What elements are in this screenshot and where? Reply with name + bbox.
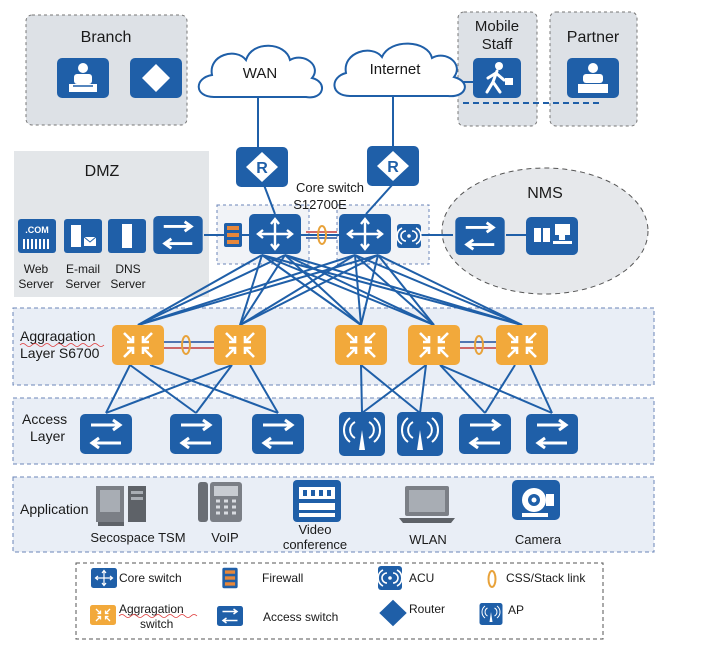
wlan-laptop-icon <box>399 486 455 523</box>
legend-core-switch-icon <box>90 567 118 589</box>
access-switch-1-icon <box>78 412 134 456</box>
camera-icon <box>512 480 560 520</box>
legend-aggregation-label-line1: Aggragation <box>119 602 184 616</box>
legend: Core switch Firewall ACU CSS/Stack link … <box>75 562 604 640</box>
router-wan-glyph: R <box>256 160 268 177</box>
video-conference-label-line1: Video <box>298 522 331 537</box>
legend-core-switch-label: Core switch <box>119 571 182 585</box>
core-switch-label-line1: Core switch <box>296 180 364 195</box>
access-switch-4-icon <box>457 412 513 456</box>
wan-cloud: WAN <box>197 44 323 99</box>
acu-icon <box>396 223 422 249</box>
router-wan: R <box>236 147 288 187</box>
partner-icon <box>567 58 619 98</box>
video-conference-icon <box>293 480 341 522</box>
access-layer-label-line1: Access <box>22 411 67 427</box>
branch-router-icon <box>130 58 182 98</box>
legend-acu-label: ACU <box>409 571 434 585</box>
com-badge: .COM <box>25 225 49 235</box>
nms-server-icon <box>526 217 578 255</box>
application-layer-label: Application <box>20 501 89 517</box>
legend-ap-icon <box>479 602 503 626</box>
branch-staff-icon <box>57 58 109 98</box>
network-links <box>105 81 600 414</box>
aggregation-switch-2-icon <box>212 323 268 367</box>
ap-1-icon <box>338 411 386 457</box>
partner-label: Partner <box>567 29 620 46</box>
legend-router-label: Router <box>409 602 445 616</box>
dmz-switch-icon <box>151 214 205 256</box>
core-switch-label-line2: S12700E <box>293 197 347 212</box>
nms-label: NMS <box>527 185 563 202</box>
css-stack-links <box>157 225 500 355</box>
dns-server-label-line2: Server <box>110 277 145 291</box>
internet-cloud: Internet <box>333 42 466 98</box>
access-switch-5-icon <box>524 412 580 456</box>
web-server-label-line1: Web <box>24 262 49 276</box>
dns-server-label-line1: DNS <box>115 262 140 276</box>
aggregation-switch-1-icon <box>110 323 166 367</box>
nms-switch-icon <box>453 215 507 257</box>
legend-acu-icon <box>377 565 403 591</box>
voip-phone-icon <box>198 482 242 522</box>
voip-label: VoIP <box>211 530 238 545</box>
web-server-icon: .COM <box>18 219 56 253</box>
mobile-staff-label-line1: Mobile <box>475 18 519 35</box>
access-switch-2-icon <box>168 412 224 456</box>
dns-server-icon <box>108 219 146 253</box>
mobile-staff-label-line2: Staff <box>482 36 513 53</box>
secospace-tsm-icon <box>96 486 146 526</box>
firewall-icon <box>224 223 242 247</box>
aggregation-switch-4-icon <box>406 323 462 367</box>
dmz-label: DMZ <box>85 163 120 180</box>
router-internet-glyph: R <box>387 159 399 176</box>
aggregation-layer: Aggragation Layer S6700 <box>12 307 655 386</box>
ap-2-icon <box>396 411 444 457</box>
access-layer-label-line2: Layer <box>30 428 65 444</box>
aggregation-layer-label-line2: Layer S6700 <box>20 345 100 361</box>
branch-label: Branch <box>81 29 132 46</box>
internet-label: Internet <box>370 61 422 78</box>
web-server-label-line2: Server <box>18 277 53 291</box>
legend-access-switch-label: Access switch <box>263 610 338 624</box>
camera-label: Camera <box>515 532 562 547</box>
mobile-staff-icon <box>473 58 521 98</box>
aggregation-switch-5-icon <box>494 323 550 367</box>
access-switch-3-icon <box>250 412 306 456</box>
video-conference-label-line2: conference <box>283 537 347 552</box>
legend-aggregation-label-line2: switch <box>140 617 173 631</box>
legend-css-link-label: CSS/Stack link <box>506 571 586 585</box>
legend-firewall-label: Firewall <box>262 571 303 585</box>
email-server-label-line1: E-mail <box>66 262 100 276</box>
router-internet: R <box>367 146 419 186</box>
core-switch-1-icon <box>247 212 303 256</box>
wan-label: WAN <box>243 65 277 82</box>
legend-ap-label: AP <box>508 603 524 617</box>
legend-css-link-icon <box>487 570 497 588</box>
aggregation-switch-3-icon <box>333 323 389 367</box>
legend-access-switch-icon <box>216 605 244 627</box>
email-server-icon <box>64 219 102 253</box>
email-server-label-line2: Server <box>65 277 100 291</box>
legend-firewall-icon <box>222 567 238 589</box>
aggregation-layer-label-line1: Aggragation <box>20 328 96 344</box>
core-switch-2-icon <box>337 212 393 256</box>
secospace-tsm-label: Secospace TSM <box>90 530 185 545</box>
wlan-label: WLAN <box>409 532 447 547</box>
legend-aggregation-icon <box>89 604 117 626</box>
